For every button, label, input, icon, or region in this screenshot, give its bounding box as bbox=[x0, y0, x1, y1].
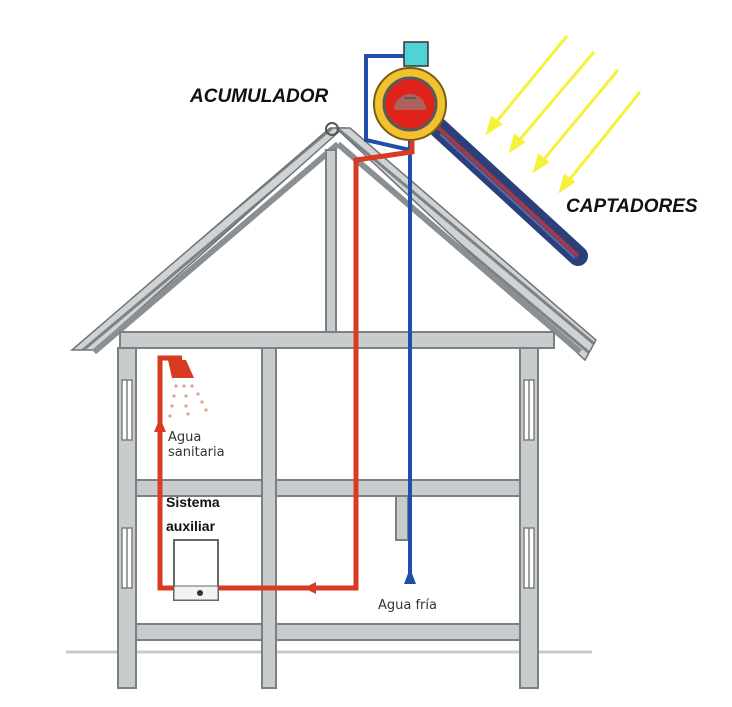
boiler-icon bbox=[173, 539, 219, 601]
windows bbox=[121, 379, 535, 589]
auxiliary-system-label-line1: Sistema bbox=[166, 494, 220, 510]
accumulator-tank bbox=[373, 67, 447, 141]
flow-arrow-icon bbox=[154, 418, 166, 432]
roof bbox=[69, 122, 597, 362]
accumulator-label: ACUMULADOR bbox=[190, 86, 329, 107]
solar-collector bbox=[420, 110, 588, 266]
cold-water-label: Agua fría bbox=[378, 598, 437, 613]
auxiliary-system-label: Sistema auxiliar bbox=[166, 490, 220, 538]
roof-post bbox=[325, 149, 337, 333]
sanitary-water-label-line2: sanitaria bbox=[168, 445, 225, 460]
sanitary-water-label: Agua sanitaria bbox=[168, 430, 225, 460]
flow-arrow-icon bbox=[304, 582, 316, 594]
shower-head-icon bbox=[168, 360, 208, 418]
sun-rays-icon bbox=[485, 35, 642, 194]
flow-arrow-icon bbox=[404, 568, 416, 584]
sanitary-water-label-line1: Agua bbox=[168, 430, 202, 445]
collectors-label: CAPTADORES bbox=[566, 196, 698, 217]
auxiliary-system-label-line2: auxiliar bbox=[166, 518, 216, 534]
expansion-vessel bbox=[403, 41, 429, 67]
